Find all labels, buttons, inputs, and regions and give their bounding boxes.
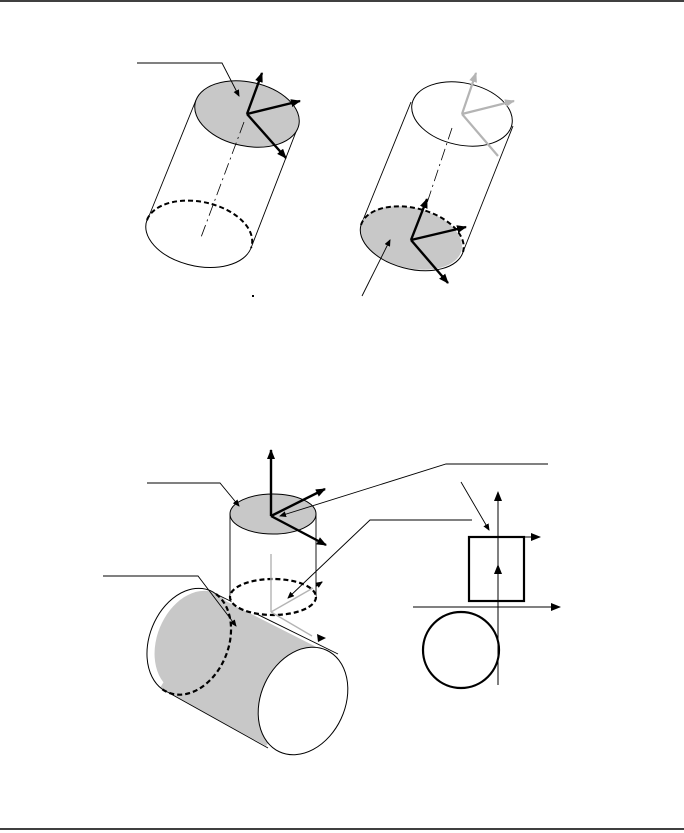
cylinder-b-right-edge — [462, 125, 514, 253]
leader-b — [361, 239, 391, 297]
large-cylinder-bottom-edge — [161, 688, 269, 749]
figure1-panel-a — [137, 62, 301, 297]
frame-b-ghost-axis-3 — [461, 113, 499, 157]
dot-a — [252, 295, 254, 297]
frame-c-axis-down — [270, 514, 327, 547]
large-cylinder-left-face — [154, 590, 236, 694]
leader-f — [287, 519, 472, 599]
frame-b-ghost-axis-1 — [460, 72, 478, 115]
frame-d-ghost-down — [270, 611, 313, 637]
frame-b-ghost-axis-2 — [461, 99, 515, 116]
frame-a-axis-1 — [245, 72, 264, 115]
cylinder-b-bottom-back — [360, 205, 465, 253]
large-cylinder-left-front — [161, 593, 233, 696]
frame-d-dark-stub — [315, 581, 323, 588]
cylinder-b-left-edge — [360, 101, 412, 226]
cylinder-a-right-edge — [250, 123, 300, 249]
leader-c — [147, 482, 240, 507]
side-view-circle — [421, 610, 501, 690]
leader-g — [460, 481, 490, 531]
frame-b-axis-2 — [410, 225, 467, 242]
cylinder-a-bottom-front — [145, 219, 252, 268]
frame-d-ghost-right — [270, 587, 314, 613]
frame-b-axis-3 — [410, 239, 449, 284]
cylinder-b-top-face — [411, 81, 513, 147]
frame-a-axis-3 — [246, 113, 287, 159]
cylinder-a-bottom-back — [146, 199, 254, 249]
leader-a — [137, 62, 240, 97]
large-cylinder-right-face — [257, 646, 349, 756]
figure2-side-view — [413, 481, 561, 690]
leader-e — [279, 463, 548, 518]
cylinder-a-axis — [199, 121, 245, 241]
cylinder-b-bottom-front — [359, 224, 464, 272]
frame-a-axis-2 — [246, 99, 301, 116]
large-cylinder-left-back — [146, 587, 217, 690]
cylinder-a-left-edge — [146, 99, 197, 222]
small-cylinder-bottom — [228, 577, 318, 617]
small-triangle-marker — [317, 634, 326, 642]
leader-d — [103, 575, 237, 627]
frame-b-axis-1 — [409, 198, 429, 241]
figure1-panel-b — [359, 72, 515, 297]
side-view-rectangle — [467, 535, 526, 603]
figure2-assembly — [103, 449, 548, 756]
